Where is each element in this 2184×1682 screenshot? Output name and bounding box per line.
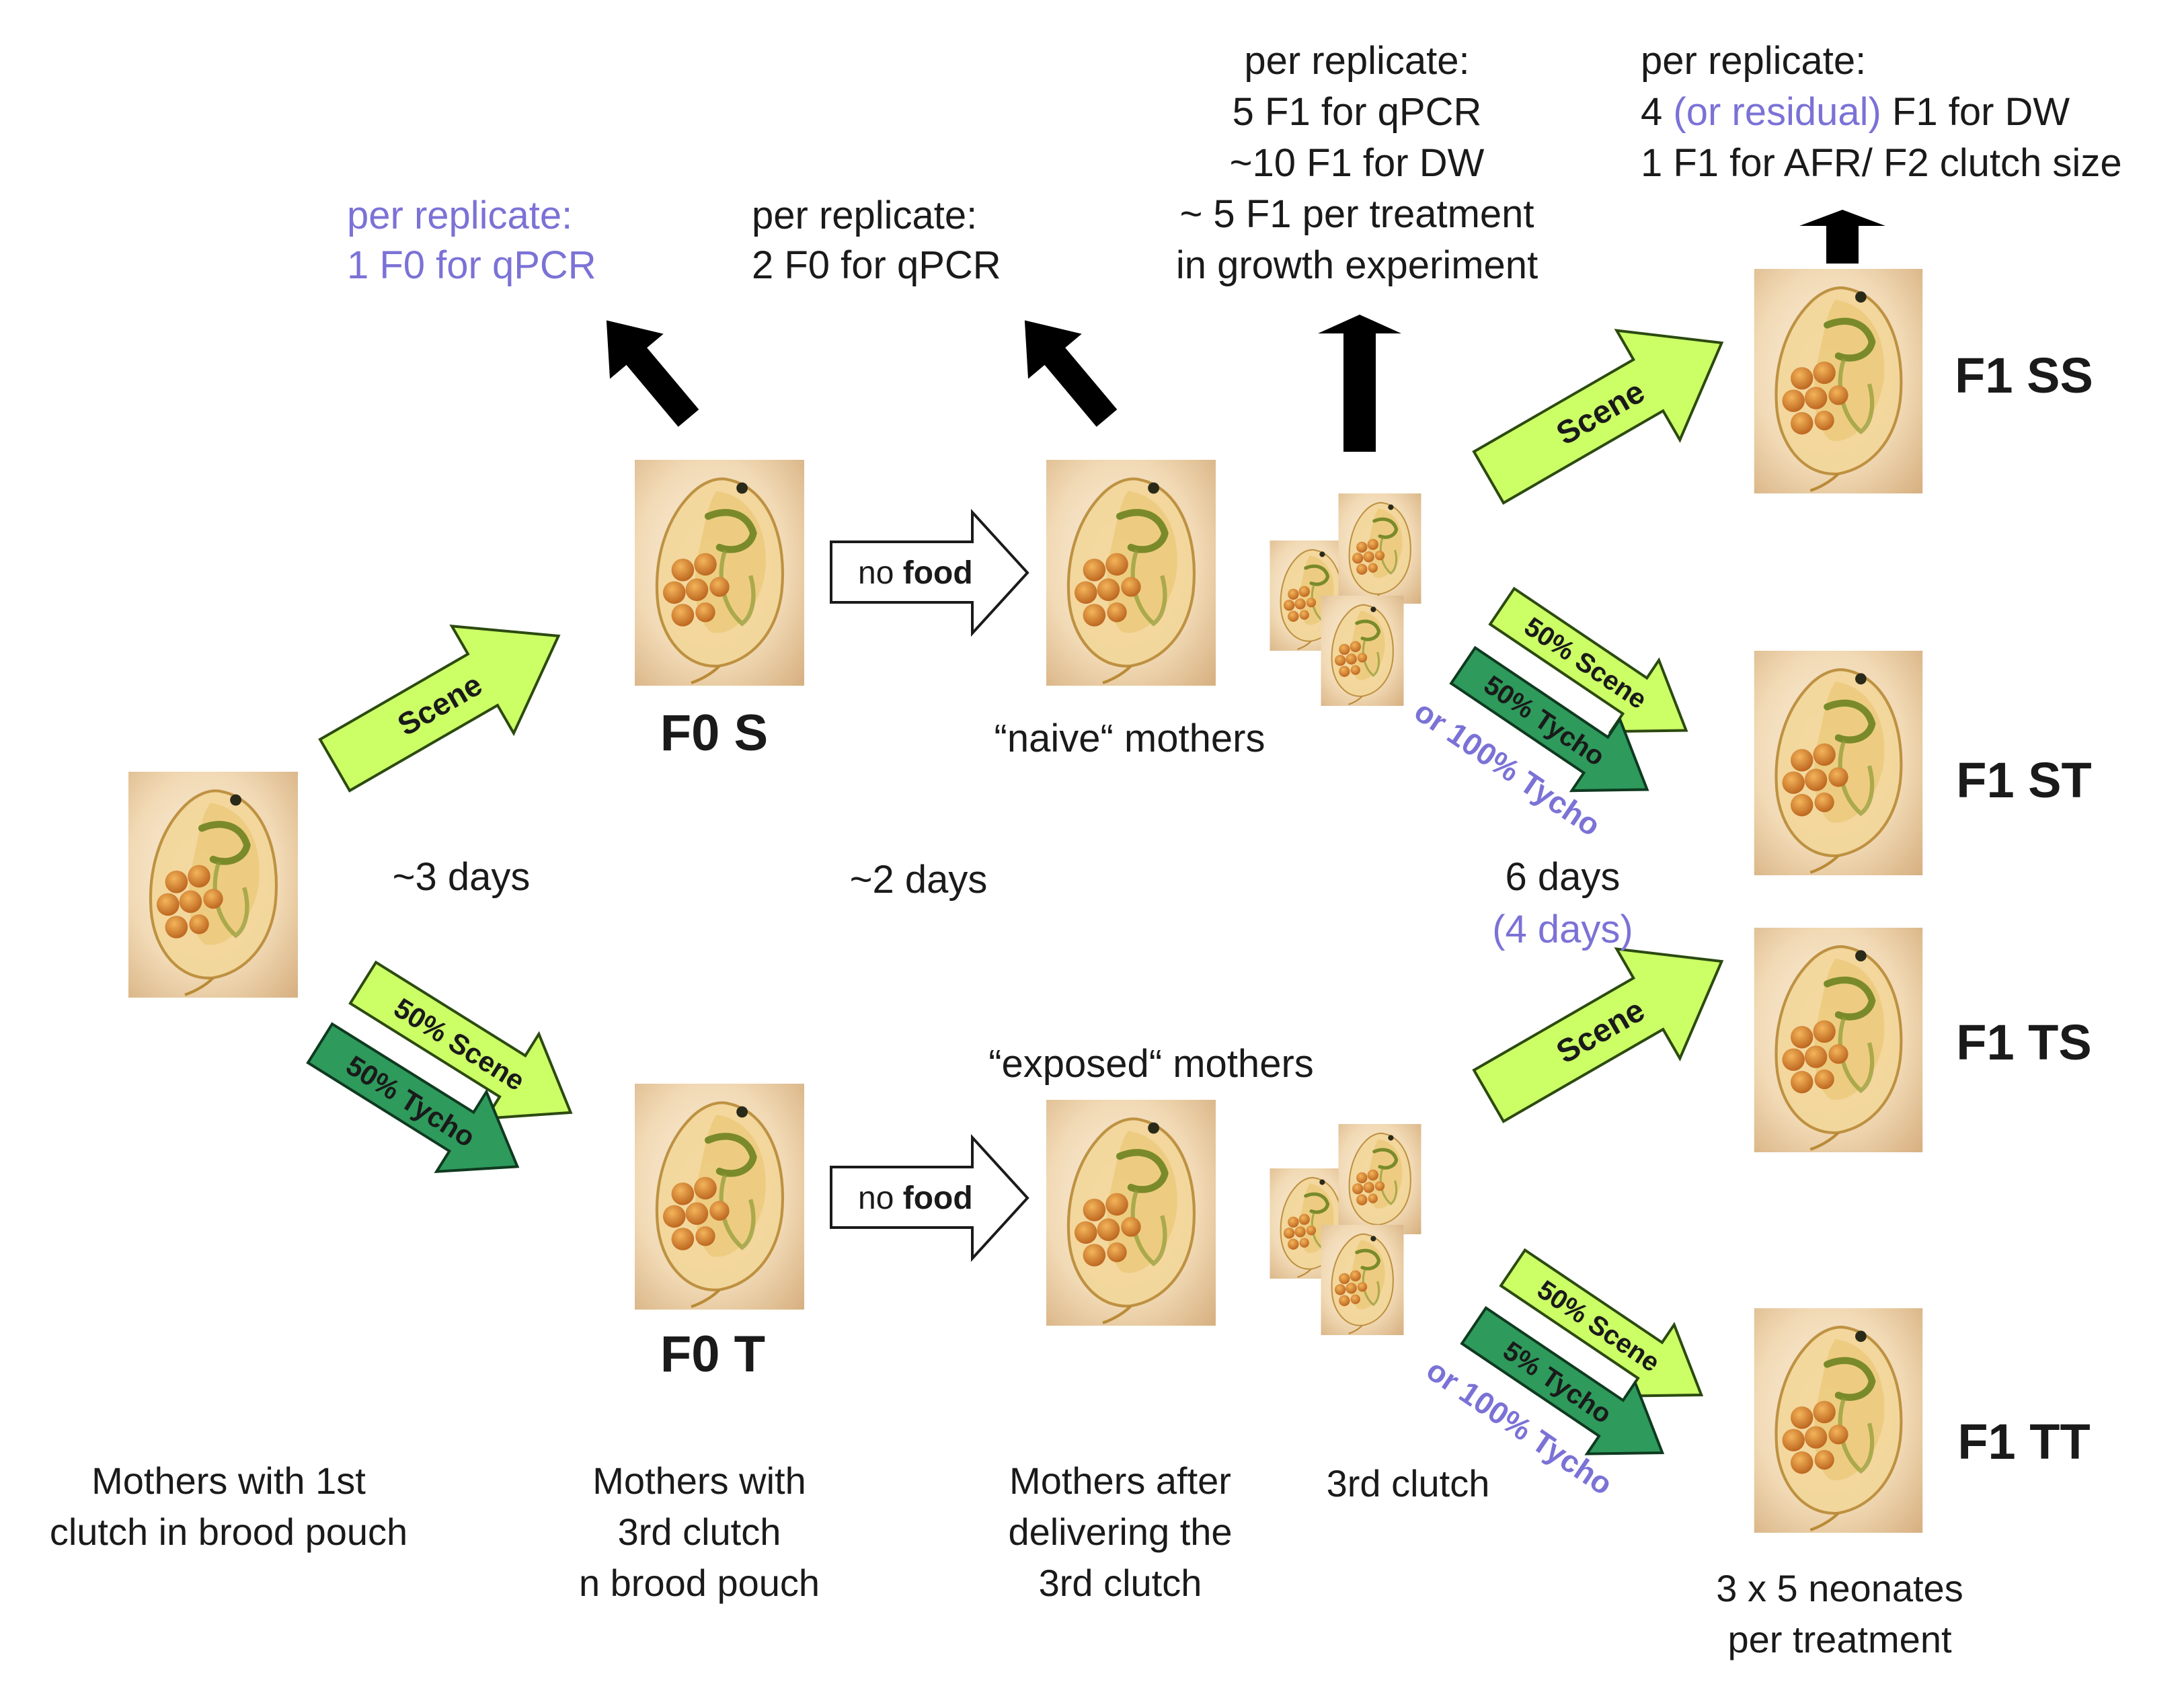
svg-text:n brood pouch: n brood pouch: [579, 1562, 820, 1604]
naive-mother-image: [1046, 460, 1216, 686]
svg-text:4 (or residual) F1 for DW: 4 (or residual) F1 for DW: [1641, 90, 2070, 134]
f1ss-neonate-image: [1754, 269, 1923, 493]
f1ts-label: F1 TS: [1956, 1014, 2091, 1070]
exposed-mothers-label: “exposed“ mothers: [988, 1042, 1314, 1086]
scene-arrow-f0s: Scene: [318, 624, 561, 793]
f0s-sampling-annotation: per replicate: 1 F0 for qPCR: [347, 194, 596, 287]
duration-3-days: ~3 days: [393, 855, 531, 899]
f1tt-neonate-image: [1754, 1308, 1923, 1533]
svg-text:2 F0 for qPCR: 2 F0 for qPCR: [752, 243, 1001, 287]
caption-col5: 3 x 5 neonates per treatment: [1716, 1567, 1963, 1660]
svg-text:3rd clutch: 3rd clutch: [1327, 1462, 1490, 1505]
naive-sampling-annotation: per replicate: 2 F0 for qPCR: [752, 194, 1001, 287]
svg-text:3rd clutch: 3rd clutch: [618, 1511, 781, 1553]
no-food-arrow-top: no food: [830, 508, 1029, 637]
duration-2-days: ~2 days: [850, 858, 988, 902]
svg-text:delivering the: delivering the: [1008, 1511, 1232, 1553]
svg-text:Mothers after: Mothers after: [1009, 1459, 1231, 1502]
scene-arrow-f1ss: Scene: [1472, 329, 1724, 505]
svg-text:clutch in brood pouch: clutch in brood pouch: [50, 1511, 407, 1553]
svg-text:5 F1 for qPCR: 5 F1 for qPCR: [1233, 90, 1482, 134]
exposed-mother-image: [1046, 1100, 1216, 1326]
svg-text:~ 5 F1 per treatment: ~ 5 F1 per treatment: [1179, 192, 1534, 236]
naive-clutch-images: [1270, 493, 1421, 706]
f1tt-label: F1 TT: [1957, 1414, 2090, 1470]
naive-mothers-label: “naive“ mothers: [994, 717, 1265, 760]
svg-text:Mothers with: Mothers with: [592, 1459, 806, 1502]
f0s-label: F0 S: [660, 705, 769, 762]
svg-text:3rd clutch: 3rd clutch: [1039, 1562, 1202, 1604]
f0s-mother-image: [635, 460, 804, 686]
mother-1st-clutch-image: [128, 772, 298, 998]
svg-text:per replicate:: per replicate:: [347, 194, 572, 237]
svg-text:no food: no food: [858, 555, 973, 591]
f1ss-label: F1 SS: [1955, 348, 2093, 403]
sampling-arrow-clutch: [1318, 315, 1401, 452]
caption-col2: Mothers with 3rd clutch n brood pouch: [579, 1459, 820, 1604]
f0t-label: F0 T: [660, 1326, 765, 1383]
svg-text:1 F1 for AFR/ F2 clutch size: 1 F1 for AFR/ F2 clutch size: [1641, 141, 2122, 185]
svg-text:~10 F1 for DW: ~10 F1 for DW: [1230, 141, 1485, 185]
svg-text:in growth experiment: in growth experiment: [1176, 243, 1538, 287]
caption-col1: Mothers with 1st clutch in brood pouch: [50, 1459, 407, 1553]
svg-text:per replicate:: per replicate:: [1641, 39, 1866, 83]
f1st-neonate-image: [1754, 651, 1923, 875]
svg-text:3 x 5 neonates: 3 x 5 neonates: [1716, 1567, 1963, 1609]
f1ts-neonate-image: [1754, 928, 1923, 1152]
clutch-sampling-annotation: per replicate: 5 F1 for qPCR ~10 F1 for …: [1176, 39, 1538, 287]
svg-text:no food: no food: [858, 1180, 973, 1216]
duration-4-days: (4 days): [1492, 908, 1633, 951]
f1-sampling-annotation: per replicate: 4 (or residual) F1 for DW…: [1641, 39, 2122, 185]
caption-col4: 3rd clutch: [1327, 1462, 1490, 1505]
svg-text:1 F0 for qPCR: 1 F0 for qPCR: [347, 243, 596, 287]
exposed-clutch-images: [1270, 1124, 1421, 1335]
no-food-arrow-bottom: no food: [830, 1133, 1029, 1263]
sampling-arrow-f1ss: [1799, 210, 1885, 264]
f0t-mother-image: [635, 1084, 804, 1310]
no-food-food-word: food: [903, 1180, 973, 1216]
no-food-no-word: no: [858, 1180, 894, 1216]
caption-col3: Mothers after delivering the 3rd clutch: [1008, 1459, 1232, 1604]
svg-text:per replicate:: per replicate:: [1244, 39, 1469, 83]
sampling-arrow-naive: [1024, 320, 1118, 427]
svg-text:per treatment: per treatment: [1727, 1618, 1951, 1660]
duration-6-days: 6 days: [1506, 855, 1621, 899]
sampling-arrow-f0s: [606, 320, 699, 427]
scene-arrow-f1ts: Scene: [1472, 947, 1724, 1123]
no-food-food-word: food: [903, 555, 973, 591]
svg-text:per replicate:: per replicate:: [752, 194, 977, 237]
no-food-no-word: no: [858, 555, 894, 591]
svg-text:Mothers with 1st: Mothers with 1st: [91, 1459, 366, 1502]
f1st-label: F1 ST: [1956, 752, 2091, 808]
